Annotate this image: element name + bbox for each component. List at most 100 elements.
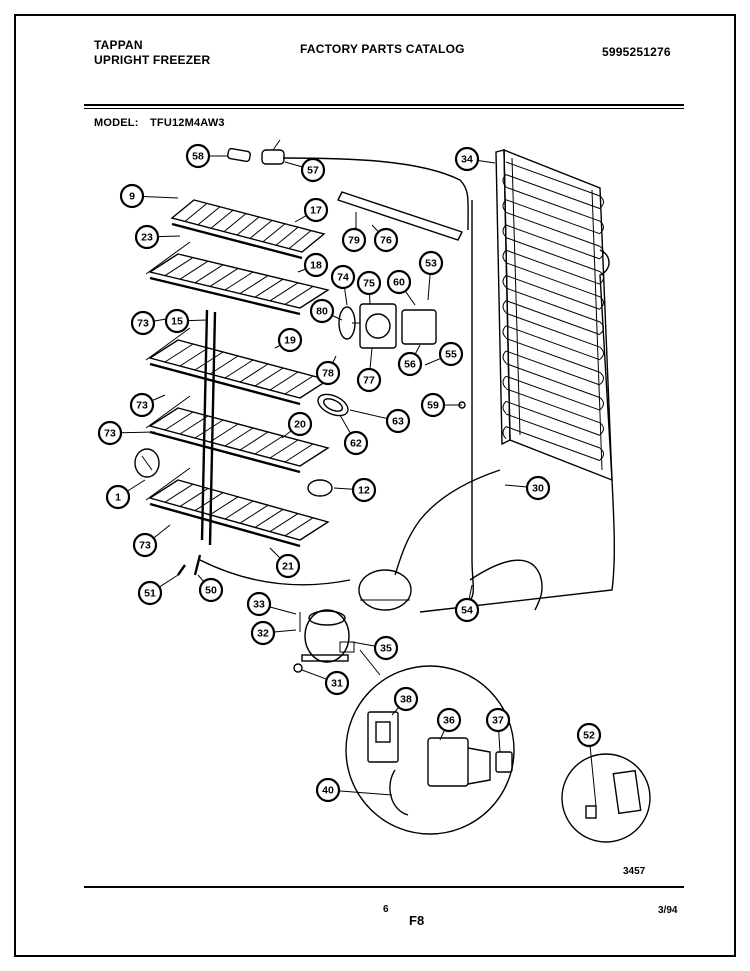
shelf-clip [307,479,333,497]
leader-line [142,195,179,199]
footer-rule [84,886,684,888]
wire-shelf [145,395,330,474]
part-callout: 63 [385,408,411,434]
part-callout-number: 54 [461,605,473,617]
part-callout-number: 73 [136,400,148,412]
part-callout: 80 [309,298,335,324]
outlet-detail-bubble [561,753,651,843]
part-callout-number: 79 [348,235,360,247]
leader-line [498,730,501,753]
leader-line [404,290,416,306]
part-callout: 56 [397,351,423,377]
leader-line [589,745,597,807]
part-callout: 50 [198,577,224,603]
part-callout: 9 [119,183,145,209]
part-callout: 30 [525,475,551,501]
part-callout-number: 51 [144,588,156,600]
part-callout-number: 15 [171,316,183,328]
part-callout-number: 73 [137,318,149,330]
part-callout-number: 57 [307,165,319,177]
part-callout-number: 9 [129,191,135,203]
part-callout-number: 55 [445,349,457,361]
header-rule-bottom [84,108,684,109]
mounting-bolt [293,663,303,673]
leader-line [339,414,351,434]
part-callout-number: 33 [253,599,265,611]
part-callout: 40 [315,777,341,803]
part-callout: 38 [393,686,419,712]
part-callout: 35 [373,635,399,661]
part-callout: 55 [438,341,464,367]
part-callout-number: 37 [492,715,504,727]
compressor [301,609,355,663]
leader-line [157,235,181,238]
leader-line [187,319,208,322]
part-callout-number: 73 [104,428,116,440]
part-callout-number: 21 [282,561,294,573]
part-callout: 34 [454,146,480,172]
part-callout-number: 58 [192,151,204,163]
part-callout-number: 60 [393,277,405,289]
part-callout: 18 [303,252,329,278]
part-callout: 73 [130,310,156,336]
model-number: TFU12M4AW3 [150,117,225,129]
part-callout-number: 78 [322,368,334,380]
leader-line [477,160,496,164]
part-callout: 52 [576,722,602,748]
leader-line [468,584,473,600]
compressor-mount [358,569,412,611]
part-callout: 31 [324,670,350,696]
leader-line [269,547,281,559]
wire-shelf [145,467,330,548]
part-callout: 73 [132,532,158,558]
leader-line [284,161,303,168]
temperature-control [134,448,160,478]
detail-leader [359,649,381,676]
part-callout-number: 36 [443,715,455,727]
capillary-tube [469,200,474,601]
shelves-group [145,199,330,548]
part-callout: 51 [137,580,163,606]
light-socket [227,139,285,165]
outlet-plate [612,769,642,815]
leader-line [414,344,421,355]
leader-line [281,430,292,439]
part-callout-number: 80 [316,306,328,318]
wire-shelf [145,241,330,316]
part-callout: 79 [341,227,367,253]
part-callout-number: 18 [310,260,322,272]
part-callout: 53 [418,250,444,276]
part-callout-number: 76 [380,235,392,247]
leader-line [332,355,337,364]
part-callout: 73 [97,420,123,446]
drawing-number: 3457 [623,866,646,877]
part-callout-number: 62 [350,438,362,450]
product-name: UPRIGHT FREEZER [94,53,211,67]
part-callout-number: 23 [141,232,153,244]
part-callout-number: 31 [331,678,343,690]
header-rule-top [84,104,684,106]
brand-name: TAPPAN [94,38,143,52]
process-tube [199,559,351,586]
part-callout: 21 [275,553,301,579]
leader-line [158,574,179,588]
part-callout: 12 [351,477,377,503]
page-number: 6 [383,904,389,915]
part-callout: 74 [330,264,356,290]
part-callout-number: 74 [337,272,349,284]
leader-line [151,394,166,402]
leader-line [297,268,306,273]
part-callout: 15 [164,308,190,334]
part-callout: 57 [300,157,326,183]
part-callout: 73 [129,392,155,418]
part-callout-number: 59 [427,400,439,412]
condenser-line [419,249,615,613]
leader-line [369,347,373,370]
part-callout: 54 [454,597,480,623]
part-callout: 78 [315,360,341,386]
part-callout-number: 1 [115,492,121,504]
part-callout-number: 32 [257,628,269,640]
discharge-line [394,469,501,576]
leader-line [344,287,348,306]
part-callout-number: 35 [380,643,392,655]
